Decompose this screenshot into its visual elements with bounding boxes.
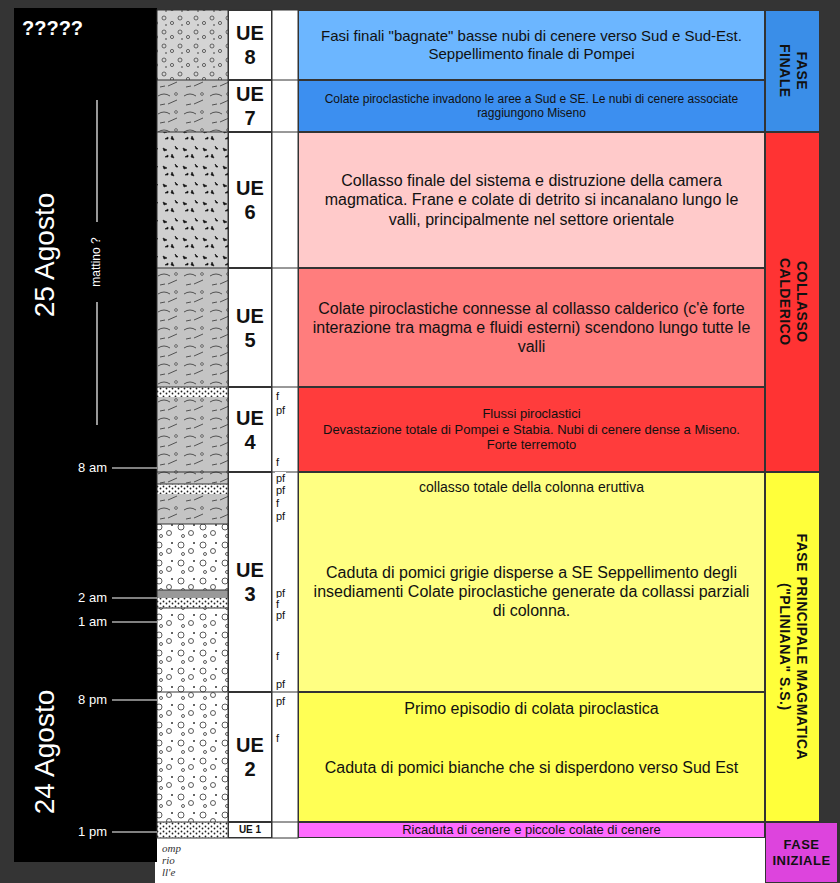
unit-label-box: UE 3 — [228, 472, 272, 692]
band-text: Fasi finali "bagnate" basse nubi di cene… — [309, 27, 754, 63]
unit-label: UE 7 — [235, 82, 265, 130]
unit-label: UE 2 — [235, 733, 265, 781]
stratigraphic-column — [157, 10, 228, 838]
band-text: Caduta di pomici bianche che si disperdo… — [325, 718, 739, 817]
unit-label: UE 1 — [239, 824, 261, 836]
unit-label-box: UE 2 — [228, 692, 272, 822]
deposit-type: pf — [275, 484, 286, 496]
time-label: 1 pm — [78, 825, 107, 839]
deposit-type: pf — [275, 695, 286, 707]
deposit-type: pf — [275, 510, 286, 522]
phase-band: FASE INIZIALE — [765, 822, 838, 883]
time-label: 8 pm — [78, 693, 107, 707]
time-label: 8 am — [78, 461, 107, 475]
deposit-type: f — [275, 390, 280, 402]
time-note: mattino ? — [90, 237, 103, 286]
phase-label: COLLASSO CALDERICO — [776, 247, 810, 357]
photo-caption-fragment: rio — [162, 854, 175, 866]
band-text: Collasso finale del sistema e distruzion… — [309, 171, 754, 229]
unit-label-box: UE 4 — [228, 387, 272, 472]
unit-label-box: UE 6 — [228, 132, 272, 268]
unit-label: UE 5 — [235, 304, 265, 352]
band-text: Caduta di pomici grigie disperse a SE Se… — [309, 496, 754, 687]
photo-caption-fragment: ll'e — [162, 866, 175, 878]
phase-band: FASE PRINCIPALE MAGMATICA("PLINIANA" S.S… — [765, 472, 820, 822]
unknown-time: ????? — [22, 17, 83, 39]
unit-label-box: UE 8 — [228, 10, 272, 80]
phase-label-rotator: FASE PRINCIPALE MAGMATICA("PLINIANA" S.S… — [776, 482, 810, 812]
description-band: Colate piroclastiche connesse al collass… — [298, 268, 765, 387]
phase-label: ("PLINIANA" S.S.) — [776, 482, 793, 812]
white-ground — [155, 838, 765, 883]
band-text: Colate piroclastiche connesse al collass… — [309, 299, 754, 357]
description-band: Collasso finale del sistema e distruzion… — [298, 132, 765, 268]
deposit-type: pf — [275, 678, 286, 690]
deposit-type: f — [275, 497, 280, 509]
band-heading: Flussi piroclastici — [482, 406, 580, 422]
date-label: 24 Agosto — [30, 690, 61, 815]
description-band: Colate piroclastiche invadono le aree a … — [298, 80, 765, 132]
description-band: Flussi piroclasticiDevastazione totale d… — [298, 387, 765, 472]
band-text: Ricaduta di cenere e piccole colate di c… — [402, 822, 661, 838]
fpf-column — [272, 10, 298, 838]
unit-label: UE 8 — [235, 21, 265, 69]
phase-label: FASE FINALE — [776, 36, 810, 106]
phase-label-rotator: COLLASSO CALDERICO — [776, 247, 810, 357]
description-band: collasso totale della colonna eruttivaCa… — [298, 472, 765, 692]
band-heading: collasso totale della colonna eruttiva — [419, 479, 644, 496]
phase-label: FASE INIZIALE — [768, 837, 835, 868]
phase-label: FASE PRINCIPALE MAGMATICA — [793, 482, 810, 812]
deposit-type: pf — [275, 472, 286, 484]
time-label: 1 am — [78, 615, 107, 629]
time-label: 2 am — [78, 591, 107, 605]
deposit-type: pf — [275, 609, 286, 621]
unit-label: UE 6 — [235, 176, 265, 224]
band-text: Colate piroclastiche invadono le aree a … — [309, 92, 754, 121]
unit-label-box: UE 1 — [228, 822, 272, 838]
deposit-type: f — [275, 732, 280, 744]
description-band: Fasi finali "bagnate" basse nubi di cene… — [298, 10, 765, 80]
band-heading: Primo episodio di colata piroclastica — [404, 699, 658, 718]
unit-label-box: UE 7 — [228, 80, 272, 132]
phase-band: COLLASSO CALDERICO — [765, 132, 820, 472]
description-band: Ricaduta di cenere e piccole colate di c… — [298, 822, 765, 838]
unit-label: UE 3 — [235, 558, 265, 606]
column-borders — [157, 10, 298, 838]
description-band: Primo episodio di colata piroclasticaCad… — [298, 692, 765, 822]
band-text: Devastazione totale di Pompei e Stabia. … — [309, 422, 754, 453]
deposit-type: pf — [275, 404, 286, 416]
phase-label-rotator: FASE FINALE — [776, 36, 810, 106]
date-label: 25 Agosto — [30, 193, 61, 318]
phase-band: FASE FINALE — [765, 10, 820, 132]
deposit-type: f — [275, 650, 280, 662]
unit-label: UE 4 — [235, 406, 265, 454]
deposit-type: f — [275, 456, 280, 468]
unit-label-box: UE 5 — [228, 268, 272, 387]
photo-caption-fragment: omp — [162, 842, 181, 854]
time-column — [14, 8, 157, 862]
